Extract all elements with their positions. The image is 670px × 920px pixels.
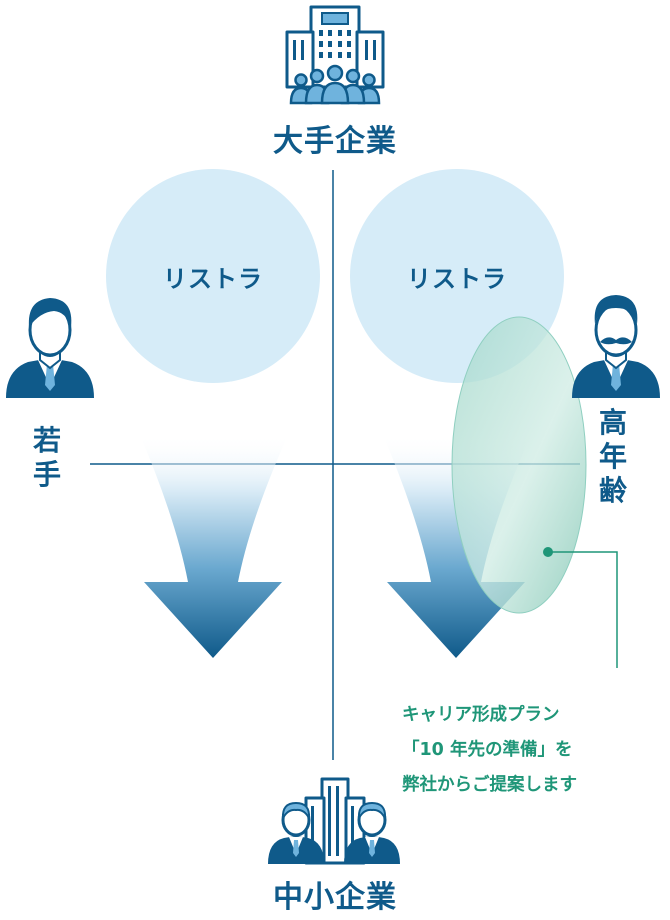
downward-arrow-left xyxy=(140,435,288,658)
note-line-1: キャリア形成プラン xyxy=(402,705,560,725)
note-line-2: 「10 年先の準備」を xyxy=(402,740,573,760)
senior-highlight-oval xyxy=(451,316,587,614)
left-label-young: 若 手 xyxy=(33,424,61,492)
note-line-3: 弊社からご提案します xyxy=(402,775,577,795)
right-label-senior: 高 年 齢 xyxy=(599,406,627,508)
small-office-people-icon xyxy=(268,777,400,865)
connector-line xyxy=(548,551,618,668)
right-label-char-3: 齢 xyxy=(599,474,628,507)
career-plan-note: キャリア形成プラン 「10 年先の準備」を 弊社からご提案します xyxy=(402,698,662,803)
right-label-char-1: 高 xyxy=(599,406,628,439)
right-label-char-2: 年 xyxy=(599,440,628,473)
restructuring-label-right: リストラ xyxy=(407,265,507,293)
left-label-char-2: 手 xyxy=(33,458,62,491)
senior-businessman-mustache-icon xyxy=(572,295,660,398)
top-label-large-company: 大手企業 xyxy=(273,124,397,159)
restructuring-circle-left xyxy=(106,169,320,383)
left-label-char-1: 若 xyxy=(33,424,62,457)
bottom-label-small-company: 中小企業 xyxy=(273,880,397,915)
office-buildings-group-icon xyxy=(285,5,385,105)
restructuring-label-left: リストラ xyxy=(163,265,263,293)
young-businessman-icon xyxy=(6,298,94,398)
